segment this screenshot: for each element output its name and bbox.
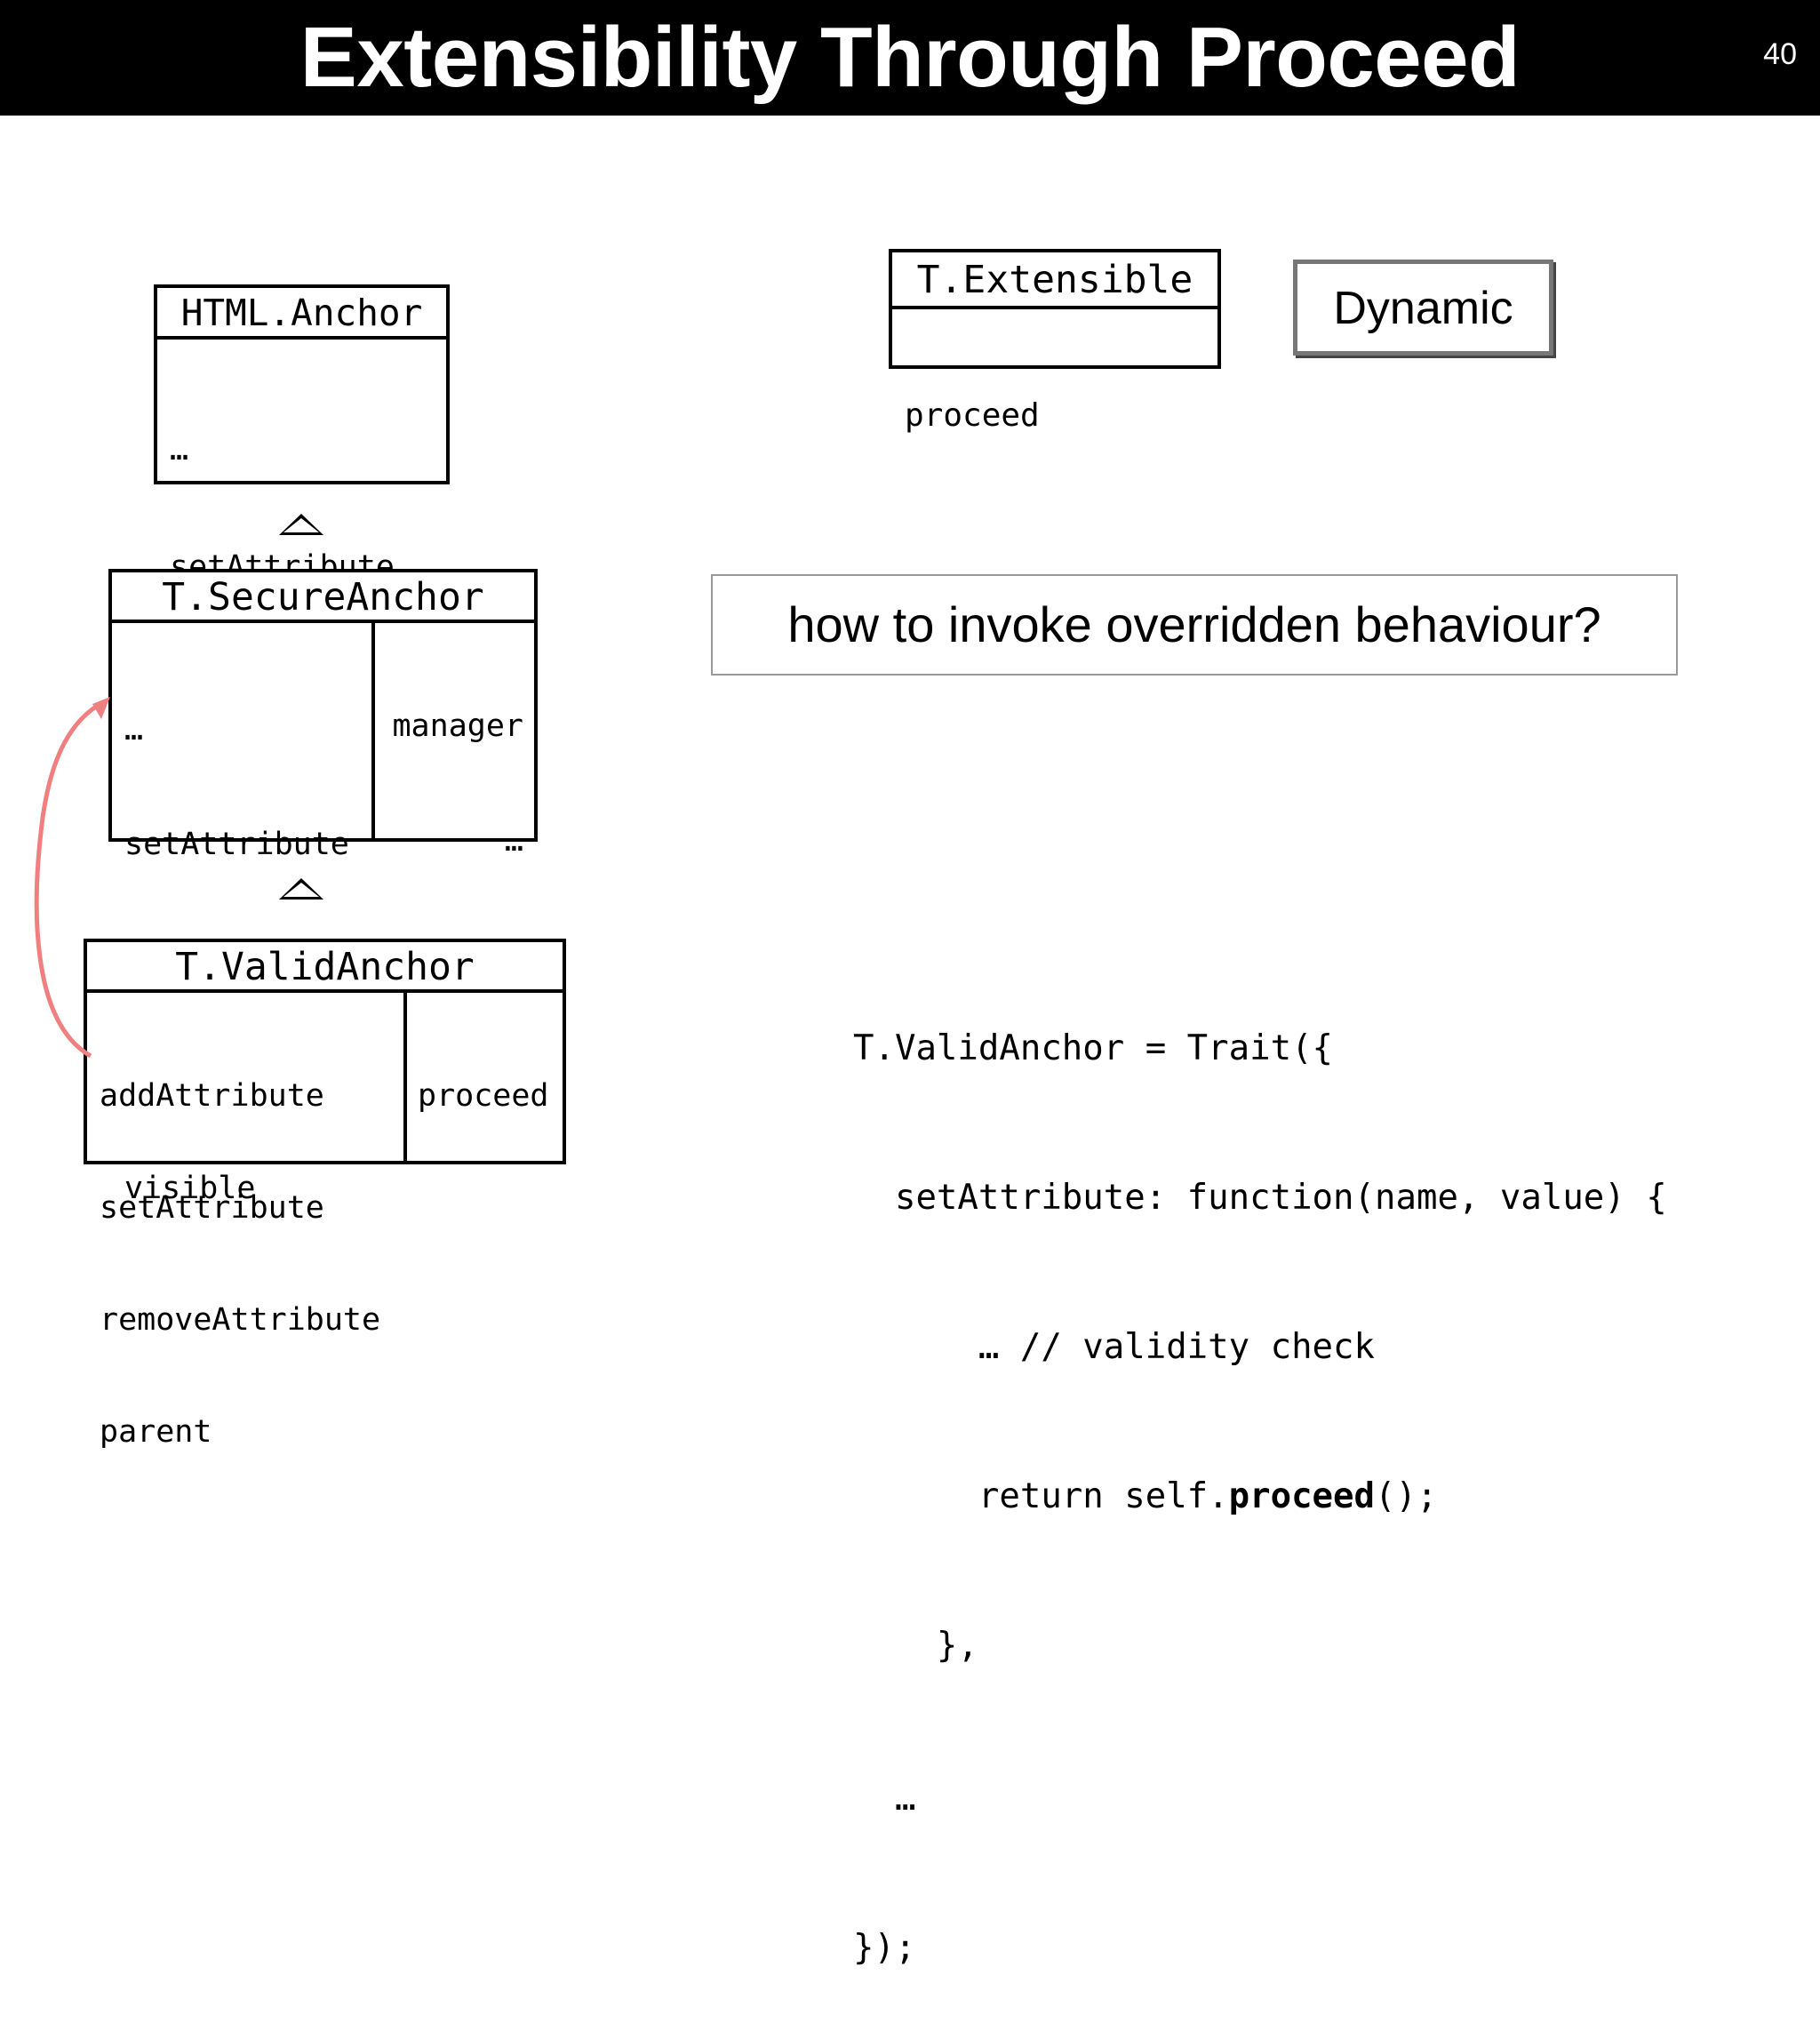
- secure-anchor-required: manager …: [392, 631, 523, 937]
- page-number: 40: [1763, 37, 1797, 71]
- member: …: [170, 432, 189, 468]
- inheritance-triangle: [279, 514, 323, 535]
- column-divider: [371, 620, 375, 842]
- code-line: T.ValidAnchor = Trait({: [853, 1028, 1334, 1068]
- extensible-members: proceed: [905, 318, 1040, 514]
- member: parent: [100, 1414, 212, 1450]
- dynamic-box-shadow: [1296, 262, 1556, 358]
- member: visible: [124, 1171, 256, 1206]
- secure-anchor-box: T.SecureAnchor … setAttribute … parent v…: [108, 569, 538, 1206]
- member: addAttribute: [100, 1078, 324, 1114]
- code-line: setAttribute: function(name, value) {: [853, 1178, 1667, 1218]
- slide-title: Extensibility Through Proceed: [299, 10, 1521, 105]
- extensible-box: T.Extensible proceed: [889, 249, 1221, 434]
- title-bar: Extensibility Through Proceed 40: [0, 0, 1820, 116]
- code-proceed-keyword: proceed: [1228, 1476, 1376, 1516]
- member: removeAttribute: [100, 1302, 381, 1338]
- code-line: …: [853, 1779, 916, 1819]
- required-member: manager: [392, 708, 523, 744]
- code-line: },: [853, 1626, 978, 1666]
- member: setAttribute: [124, 827, 349, 862]
- code-line: … // validity check: [853, 1327, 1375, 1367]
- valid-anchor-required: proceed: [418, 1003, 549, 1189]
- required-member: …: [504, 823, 523, 859]
- override-arrow-head: [92, 697, 110, 719]
- member: …: [124, 712, 144, 748]
- member: proceed: [905, 397, 1040, 434]
- override-arrow-curve: [34, 700, 105, 1059]
- code-line: });: [853, 1928, 916, 1968]
- html-anchor-name: HTML.Anchor: [157, 288, 446, 340]
- valid-anchor-name: T.ValidAnchor: [87, 942, 563, 993]
- inheritance-triangle: [279, 878, 323, 900]
- question-box: how to invoke overridden behaviour?: [711, 574, 1678, 676]
- dynamic-label-box: Dynamic: [1293, 260, 1553, 356]
- code-text: return self.: [853, 1476, 1229, 1516]
- code-text: ();: [1375, 1476, 1438, 1516]
- code-line: return self.proceed();: [853, 1472, 1667, 1522]
- extensible-name: T.Extensible: [892, 252, 1217, 309]
- required-member: proceed: [418, 1078, 549, 1114]
- override-arrow: [34, 697, 110, 1059]
- member: setAttribute: [100, 1190, 324, 1226]
- column-divider: [403, 989, 407, 1164]
- secure-anchor-name: T.SecureAnchor: [112, 572, 534, 623]
